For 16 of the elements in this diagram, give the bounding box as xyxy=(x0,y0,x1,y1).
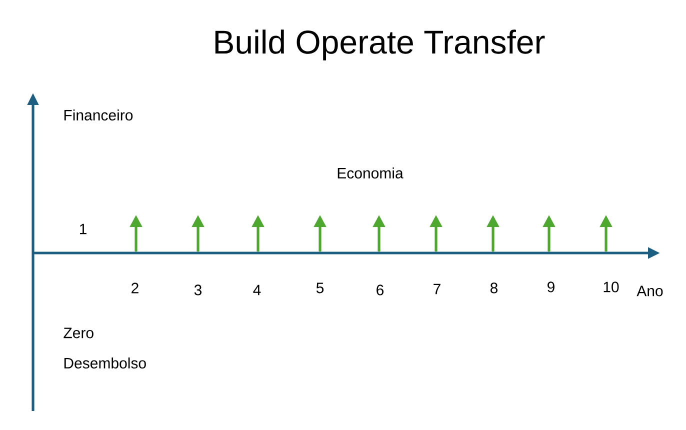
axis-label: Economia xyxy=(338,167,404,178)
tick-label: 10 xyxy=(604,282,619,292)
axis-label: Financeiro xyxy=(64,109,133,120)
tick-label: 8 xyxy=(490,282,498,294)
tick-label: 2 xyxy=(132,282,138,294)
tick-label: 5 xyxy=(316,282,324,294)
axis-label: Zero xyxy=(64,328,94,338)
tick-label: 3 xyxy=(194,284,202,296)
tick-label: 7 xyxy=(434,284,440,294)
axis-label: Desembolso xyxy=(64,357,146,368)
title: Build Operate Transfer xyxy=(215,30,545,60)
tick-label: 1 xyxy=(80,224,86,234)
tick-label: 6 xyxy=(376,284,384,296)
tick-label: 4 xyxy=(253,284,261,296)
tick-label: 9 xyxy=(548,282,554,292)
axis-label: Ano xyxy=(636,286,663,296)
